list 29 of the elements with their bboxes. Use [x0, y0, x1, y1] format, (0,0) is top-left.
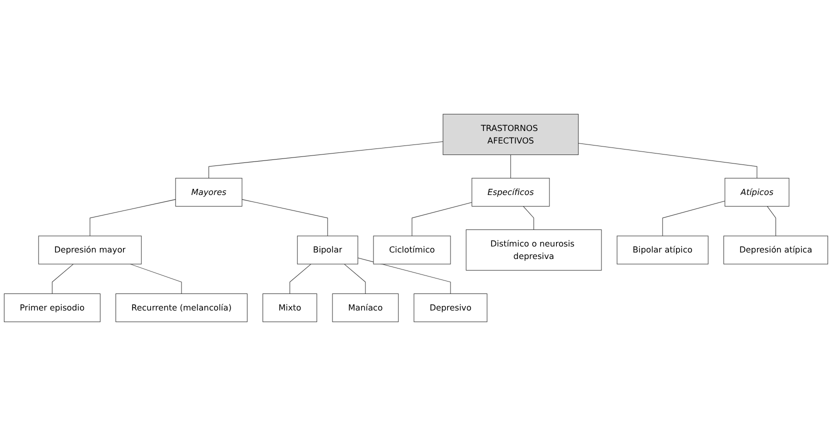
node-box: Maníaco	[332, 292, 399, 322]
node-box: Atípicos	[724, 177, 790, 206]
connector	[52, 263, 74, 294]
connector	[766, 206, 776, 236]
node-box: Bipolar atípico	[616, 235, 708, 264]
node-box: Recurrente (melancolía)	[116, 292, 248, 322]
node-box: Mayores	[175, 177, 242, 206]
connector	[523, 206, 534, 230]
node-box: Depresión atípica	[724, 235, 828, 264]
node-box: Ciclotímico	[373, 235, 451, 264]
connector	[290, 263, 312, 294]
connector	[130, 263, 182, 294]
connector	[344, 263, 366, 294]
connector	[412, 202, 472, 236]
node-box: Depresivo	[414, 292, 488, 322]
node-box: Depresión mayor	[38, 235, 142, 264]
node-box: Distímico o neurosis depresiva	[466, 228, 602, 270]
connector	[242, 198, 328, 236]
connector	[90, 198, 176, 236]
connector	[662, 200, 726, 236]
connector	[358, 257, 451, 294]
node-box: TRASTORNOS AFECTIVOS	[442, 113, 579, 155]
node-box: Primer episodio	[4, 292, 100, 322]
connector	[208, 140, 444, 178]
node-box: Específicos	[472, 177, 550, 206]
node-box: Mixto	[262, 292, 318, 322]
node-box: Bipolar	[297, 235, 358, 264]
connector	[510, 154, 511, 178]
connector	[578, 142, 758, 178]
